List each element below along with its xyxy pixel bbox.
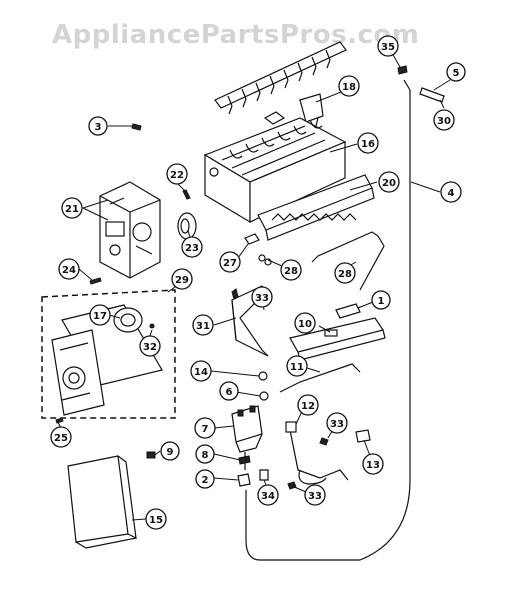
fitting-part-2 xyxy=(237,473,251,487)
svg-text:22: 22 xyxy=(170,170,184,181)
svg-text:34: 34 xyxy=(261,491,275,502)
callout-2: 2 xyxy=(195,469,215,489)
callout-33b: 33 xyxy=(326,412,348,434)
callout-24: 24 xyxy=(58,258,80,280)
callout-34: 34 xyxy=(257,484,279,506)
callout-1: 1 xyxy=(371,290,391,310)
svg-text:31: 31 xyxy=(196,321,210,332)
svg-text:7: 7 xyxy=(202,424,209,435)
svg-text:12: 12 xyxy=(301,401,315,412)
svg-text:10: 10 xyxy=(298,319,312,330)
svg-text:25: 25 xyxy=(54,433,68,444)
svg-text:33: 33 xyxy=(255,293,269,304)
svg-text:17: 17 xyxy=(93,311,107,322)
callout-14: 14 xyxy=(190,360,212,382)
svg-text:32: 32 xyxy=(143,342,157,353)
pin-part-22 xyxy=(182,189,191,200)
callout-27: 27 xyxy=(219,251,241,273)
svg-text:23: 23 xyxy=(185,243,199,254)
svg-text:1: 1 xyxy=(378,296,385,307)
svg-text:33: 33 xyxy=(330,419,344,430)
callout-8: 8 xyxy=(195,444,215,464)
callout-22: 22 xyxy=(166,163,188,185)
callout-9: 9 xyxy=(160,441,180,461)
svg-text:11: 11 xyxy=(290,362,304,373)
callout-33c: 33 xyxy=(304,484,326,506)
callout-28a: 28 xyxy=(280,259,302,281)
svg-text:30: 30 xyxy=(437,116,451,127)
svg-text:8: 8 xyxy=(202,450,209,461)
callout-30: 30 xyxy=(433,109,455,131)
screw-part-9 xyxy=(146,451,156,459)
module-box-part-29 xyxy=(41,289,176,424)
callout-6: 6 xyxy=(219,381,239,401)
callout-12: 12 xyxy=(297,394,319,416)
svg-text:27: 27 xyxy=(223,258,237,269)
leader-lines xyxy=(57,47,451,521)
callout-23: 23 xyxy=(181,236,203,258)
callout-29: 29 xyxy=(171,268,193,290)
callout-35: 35 xyxy=(377,35,399,57)
cover-panel-part-15 xyxy=(67,455,137,549)
callout-10: 10 xyxy=(294,312,316,334)
svg-text:29: 29 xyxy=(175,275,189,286)
callout-28b: 28 xyxy=(334,262,356,284)
callout-33a: 33 xyxy=(251,286,273,308)
svg-text:14: 14 xyxy=(194,367,208,378)
svg-text:18: 18 xyxy=(342,82,356,93)
callout-11: 11 xyxy=(286,355,308,377)
svg-text:28: 28 xyxy=(338,269,352,280)
svg-text:5: 5 xyxy=(453,68,460,79)
arm-part-1 xyxy=(335,303,361,319)
fill-cup-part-20 xyxy=(257,174,375,241)
callout-25: 25 xyxy=(50,426,72,448)
callout-20: 20 xyxy=(378,171,400,193)
svg-text:2: 2 xyxy=(202,475,209,486)
callout-31: 31 xyxy=(192,314,214,336)
svg-text:24: 24 xyxy=(62,265,76,276)
bail-wire-part-28 xyxy=(311,231,385,291)
svg-text:13: 13 xyxy=(366,460,380,471)
callout-21: 21 xyxy=(61,197,83,219)
watermark-text: AppliancePartsPros.com xyxy=(52,20,420,50)
svg-text:4: 4 xyxy=(448,188,455,199)
svg-text:6: 6 xyxy=(226,387,233,398)
callout-17: 17 xyxy=(89,304,111,326)
ice-mold-part-16 xyxy=(203,111,347,224)
svg-text:33: 33 xyxy=(308,491,322,502)
svg-text:3: 3 xyxy=(95,122,102,133)
svg-text:21: 21 xyxy=(65,204,79,215)
svg-text:28: 28 xyxy=(284,266,298,277)
callout-18: 18 xyxy=(338,75,360,97)
housing-part-21 xyxy=(99,181,161,279)
callout-13: 13 xyxy=(362,453,384,475)
screw-part-24 xyxy=(89,277,102,285)
fitting-part-8 xyxy=(238,455,251,465)
callout-15: 15 xyxy=(145,508,167,530)
fill-tube-part-4 xyxy=(245,65,445,561)
callout-7: 7 xyxy=(194,417,216,439)
harness-part-11 xyxy=(279,363,371,490)
callout-32: 32 xyxy=(139,335,161,357)
bracket-part-27 xyxy=(244,233,272,266)
motor-part-23 xyxy=(177,212,197,240)
valve-part-7 xyxy=(231,405,263,470)
svg-text:20: 20 xyxy=(382,178,396,189)
svg-text:9: 9 xyxy=(167,447,174,458)
callout-3: 3 xyxy=(88,116,108,136)
callout-16: 16 xyxy=(357,132,379,154)
callout-4: 4 xyxy=(440,181,462,203)
callout-5: 5 xyxy=(446,62,466,82)
svg-text:16: 16 xyxy=(361,139,375,150)
svg-text:15: 15 xyxy=(149,515,163,526)
ejector-rake xyxy=(214,41,347,115)
svg-text:35: 35 xyxy=(381,42,395,53)
screw-part-3 xyxy=(131,123,142,131)
